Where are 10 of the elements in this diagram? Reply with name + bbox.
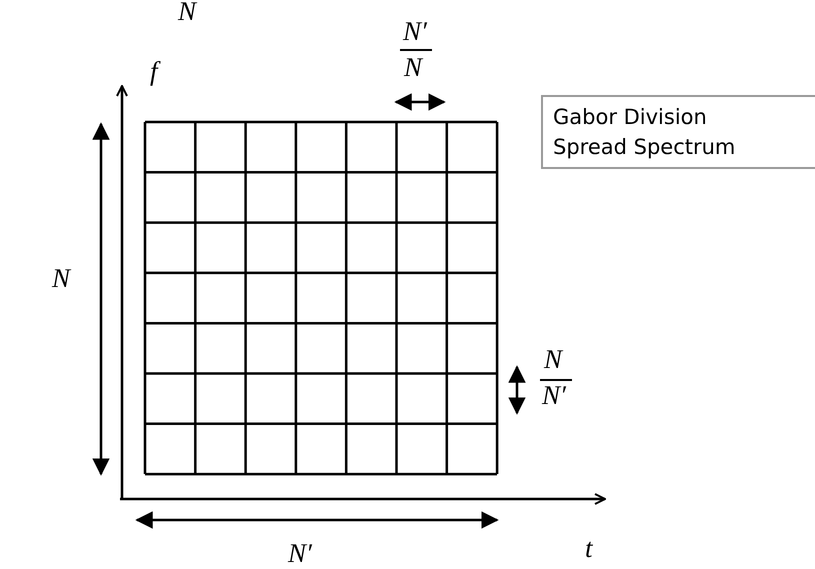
math-label: N (52, 265, 70, 292)
math-label: N (178, 0, 196, 25)
math-label: N (544, 346, 562, 373)
math-label: N (404, 54, 422, 81)
math-label: f (150, 58, 158, 85)
math-label: N′ (403, 18, 427, 45)
math-label: t (585, 535, 593, 562)
math-label: N′ (288, 540, 312, 567)
text-box: Gabor Division Spread Spectrum (541, 95, 815, 169)
math-label: N′ (542, 382, 566, 409)
